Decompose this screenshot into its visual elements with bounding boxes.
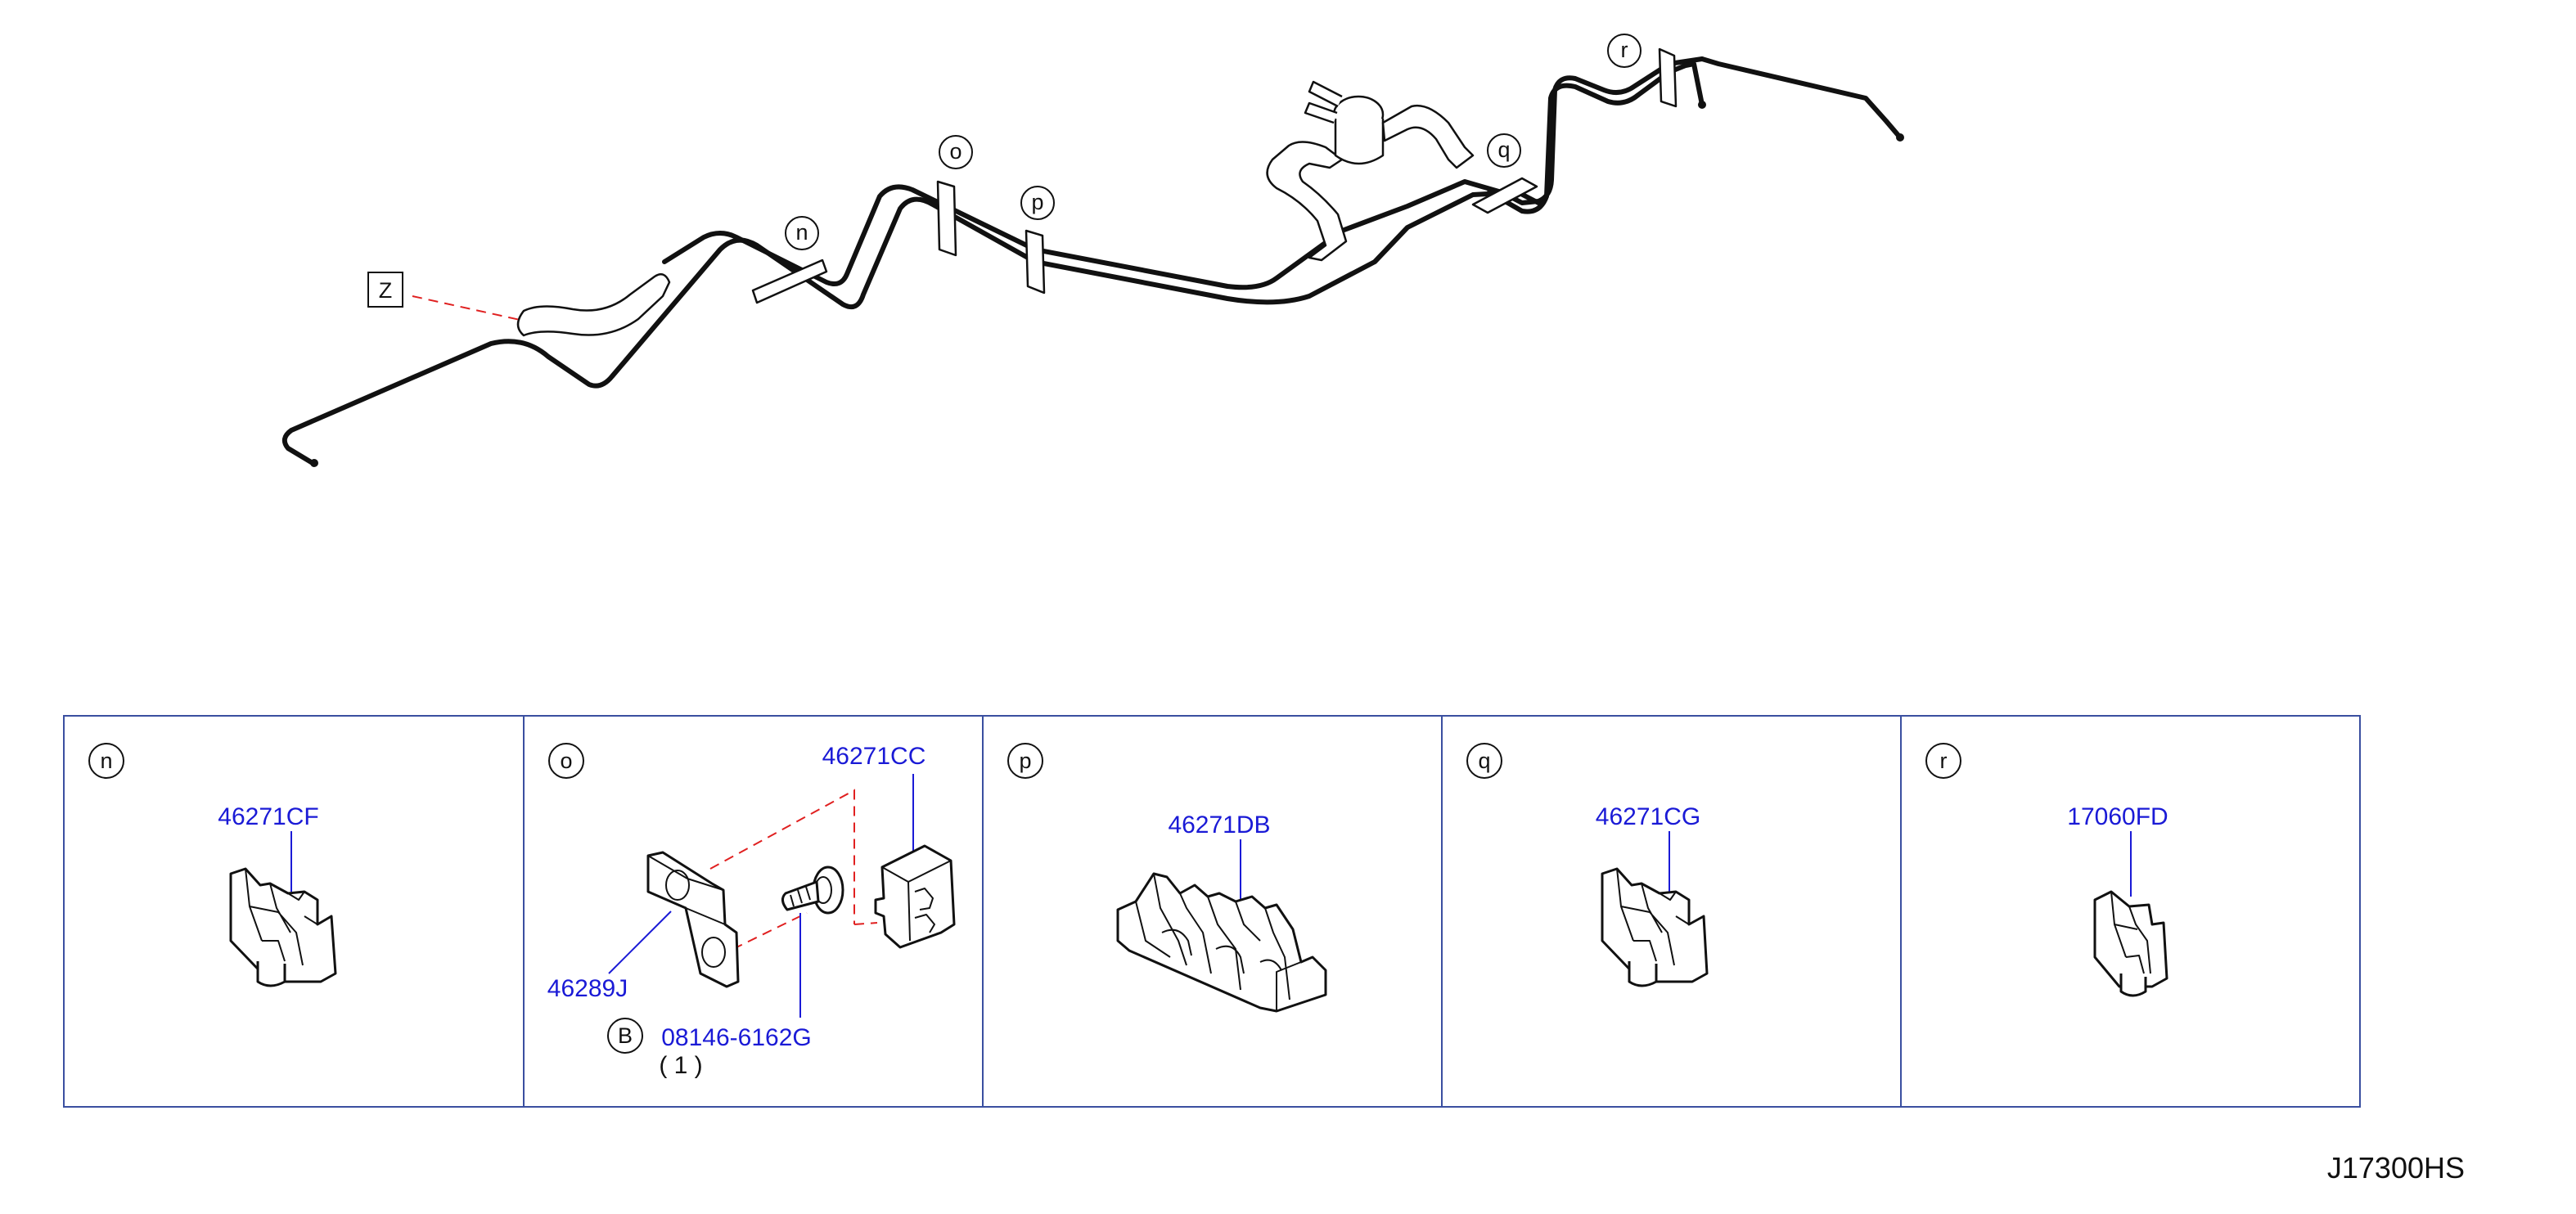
view-label-z: Z xyxy=(367,272,403,308)
part-number-17060fd: 17060FD xyxy=(2067,803,2168,830)
clip-17060fd xyxy=(2093,890,2168,997)
panel-callout-p: p xyxy=(1019,749,1031,773)
callout-circle-n: n xyxy=(785,216,819,250)
quantity-08146-6162g: ( 1 ) xyxy=(659,1052,702,1079)
clip-46271cc xyxy=(874,844,956,949)
diagram-code: J17300HS xyxy=(2327,1151,2465,1185)
callout-circle-o: o xyxy=(939,135,973,169)
marker-circle-b xyxy=(607,1018,643,1054)
tube-assembly xyxy=(281,47,1904,467)
panel-p: p 46271DB xyxy=(1007,743,1327,1013)
tape-clip-q xyxy=(1471,177,1538,214)
panel-r: r 17060FD xyxy=(1925,743,2168,997)
tube-end-dot xyxy=(1698,101,1706,109)
tube-end-dot xyxy=(310,459,318,467)
fuel-tube-return xyxy=(1487,56,1903,214)
svg-text:Z: Z xyxy=(379,278,393,303)
svg-text:q: q xyxy=(1497,137,1510,162)
vent-valve xyxy=(1266,80,1475,262)
svg-text:o: o xyxy=(949,139,961,164)
callout-circle-r: r xyxy=(1607,34,1642,68)
tape-clip-o xyxy=(936,180,957,257)
panel-callout-q: q xyxy=(1478,749,1490,773)
z-leader-line xyxy=(412,295,525,321)
panel-callout-o: o xyxy=(560,749,572,773)
panel-callout-r: r xyxy=(1940,749,1948,773)
clip-46271db xyxy=(1116,872,1327,1013)
panel-n: n 46271CF xyxy=(88,743,337,987)
tape-clip-r xyxy=(1658,47,1678,108)
tape-clip-n xyxy=(751,259,828,304)
part-number-46271cg: 46271CG xyxy=(1596,803,1700,830)
panel-o: o 46271CC 46289J B 08146-6162G ( 1 ) xyxy=(547,743,956,1079)
detail-panels xyxy=(63,715,2361,1108)
callout-circle-p: p xyxy=(1020,186,1055,220)
bracket-46289j xyxy=(646,851,740,988)
part-number-08146-6162g: 08146-6162G xyxy=(661,1024,812,1051)
rubber-hose xyxy=(516,272,671,337)
svg-text:n: n xyxy=(795,220,808,245)
bolt-08146-6162g xyxy=(781,866,844,915)
part-number-46289j: 46289J xyxy=(547,975,628,1002)
svg-text:p: p xyxy=(1031,190,1043,214)
part-number-46271cf: 46271CF xyxy=(218,803,318,830)
panel-frame-outer xyxy=(63,715,2361,1108)
tube-end-dot xyxy=(1896,133,1904,142)
svg-text:r: r xyxy=(1621,38,1628,62)
part-number-46271db: 46271DB xyxy=(1168,812,1270,839)
panel-callout-n: n xyxy=(100,749,112,773)
fuel-tube-upper xyxy=(662,56,1705,290)
fuel-tube-lower xyxy=(281,190,1541,465)
panel-q: q 46271CG xyxy=(1466,743,1709,987)
marker-b: B xyxy=(618,1023,633,1048)
part-number-46271cc: 46271CC xyxy=(822,743,926,770)
clip-46271cg xyxy=(1601,867,1709,987)
callout-circle-q: q xyxy=(1487,133,1521,168)
clip-46271cf xyxy=(229,867,337,987)
tape-clip-p xyxy=(1025,229,1046,295)
